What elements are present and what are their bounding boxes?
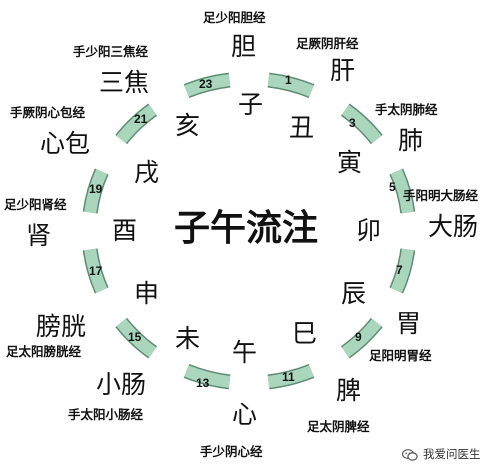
ring-segment (84, 248, 108, 293)
branch-label: 酉 (112, 216, 138, 245)
watermark: 我爱问医生 (402, 449, 481, 461)
branch-label: 戌 (134, 158, 160, 187)
ring-segment (84, 169, 108, 214)
watermark-text: 我爱问医生 (423, 447, 481, 462)
meridian-label: 手阳明大肠经 (403, 188, 479, 203)
organ-label: 胃 (396, 309, 422, 338)
hour-label: 5 (389, 180, 396, 194)
meridian-label: 足阳明胃经 (369, 348, 432, 363)
hour-label: 19 (89, 182, 103, 196)
meridian-label: 手厥阴心包经 (10, 105, 86, 120)
meridian-label: 足厥阴肝经 (296, 36, 359, 51)
meridian-label: 手少阳三焦经 (73, 44, 149, 59)
center-title: 子午流注 (174, 208, 319, 249)
branch-label: 丑 (289, 113, 315, 142)
branch-label: 午 (232, 338, 258, 367)
hour-label: 7 (396, 263, 403, 277)
branch-label: 寅 (337, 148, 363, 177)
meridian-label: 手太阳小肠经 (68, 407, 144, 422)
ring-segment (267, 74, 314, 97)
organ-label: 肺 (398, 126, 424, 155)
ring-segment (116, 318, 157, 358)
hour-label: 23 (199, 77, 213, 91)
organ-label: 心包 (40, 129, 91, 158)
meridian-label: 手少阴心经 (200, 444, 263, 459)
hour-label: 17 (89, 264, 103, 278)
hour-label: 21 (134, 112, 148, 126)
organ-label: 膀胱 (36, 312, 87, 341)
meridian-label: 足少阳胆经 (203, 10, 266, 25)
meridian-label: 足少阳肾经 (4, 197, 67, 212)
hour-label: 11 (282, 370, 295, 384)
hour-label: 15 (128, 330, 142, 344)
wechat-icon (402, 449, 418, 461)
ring-segment (390, 169, 414, 214)
ring-segment (390, 248, 414, 293)
organ-label: 三焦 (99, 68, 150, 97)
hour-label: 9 (355, 330, 362, 344)
ring-segment (184, 365, 231, 388)
branch-label: 子 (238, 90, 264, 119)
meridian-label: 足太阳膀胱经 (6, 344, 82, 359)
branch-label: 辰 (341, 279, 367, 308)
organ-label: 大肠 (428, 212, 479, 241)
ring-segment (341, 318, 382, 358)
ring-segment (341, 104, 382, 144)
meridian-label: 手太阴肺经 (375, 102, 438, 117)
meridian-label: 足太阴脾经 (307, 419, 370, 434)
hour-label: 1 (285, 73, 292, 87)
hour-label: 13 (196, 376, 210, 390)
branch-label: 亥 (175, 111, 201, 140)
branch-label: 巳 (292, 319, 318, 348)
organ-label: 心 (232, 400, 258, 429)
ring-segment (184, 74, 231, 97)
branch-label: 未 (175, 324, 201, 353)
hour-label: 3 (349, 116, 356, 130)
branch-label: 申 (134, 279, 160, 308)
organ-label: 肾 (26, 221, 52, 250)
ring-segment (267, 365, 314, 388)
ring-segment (116, 104, 157, 144)
branch-label: 卯 (356, 216, 382, 245)
organ-label: 胆 (231, 32, 257, 61)
organ-label: 肝 (330, 56, 356, 85)
organ-label: 小肠 (96, 370, 147, 399)
organ-label: 脾 (336, 376, 362, 405)
